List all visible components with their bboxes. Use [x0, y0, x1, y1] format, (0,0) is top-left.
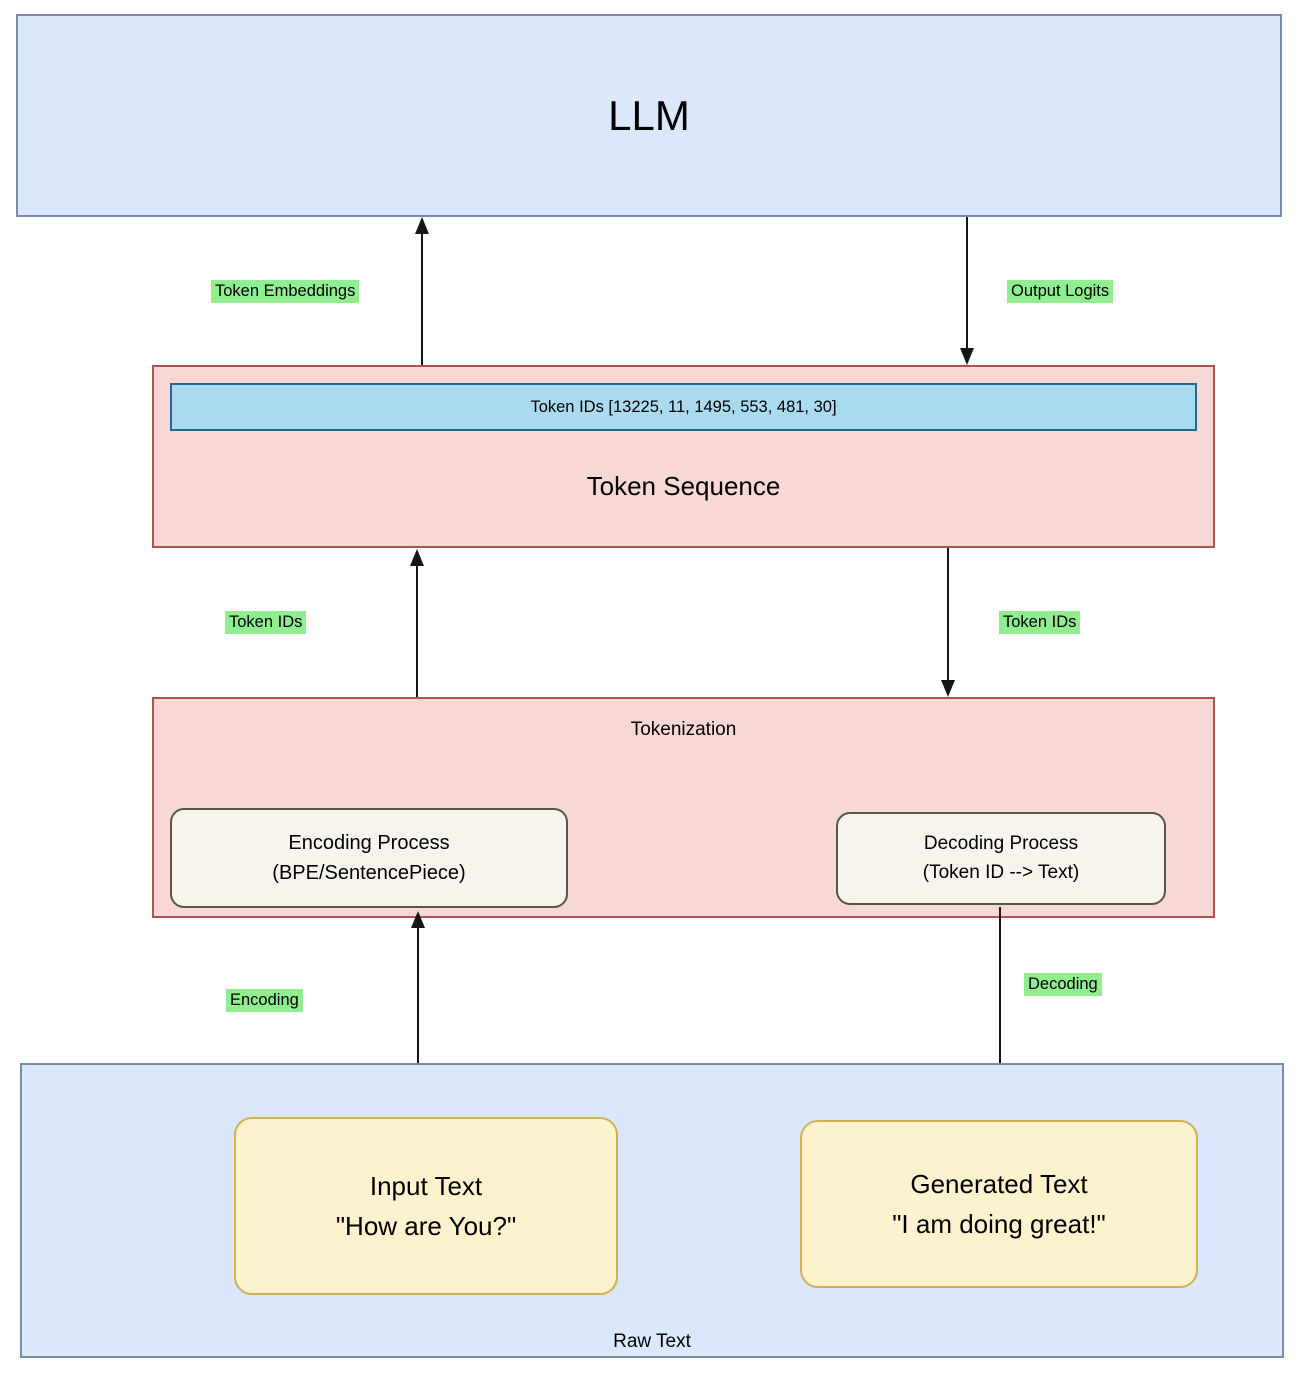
output-logits-arrow: [960, 217, 974, 365]
generated-text-line2: "I am doing great!": [892, 1209, 1106, 1239]
raw-text-label: Raw Text: [613, 1331, 691, 1352]
arrow-line: [421, 227, 423, 365]
token-sequence-node: Token IDs [13225, 11, 1495, 553, 481, 30…: [152, 365, 1215, 548]
token-ids-up-label: Token IDs: [225, 611, 307, 635]
token-embeddings-arrow: [415, 217, 429, 365]
tokenization-node: Tokenization Encoding Process (BPE/Sente…: [152, 697, 1215, 918]
llm-label: LLM: [608, 91, 690, 139]
token-sequence-label: Token Sequence: [586, 471, 781, 501]
encoding-process-line2: (BPE/SentencePiece): [272, 862, 466, 884]
arrowhead-down-icon: [941, 680, 955, 697]
input-text-line2: "How are You?": [335, 1211, 517, 1241]
decoding-process-node: Decoding Process (Token ID --> Text): [836, 812, 1166, 905]
input-text-node: Input Text "How are You?": [234, 1117, 618, 1295]
arrow-line: [417, 921, 419, 1117]
decoding-process-line2: (Token ID --> Text): [922, 861, 1080, 883]
decoding-label: Decoding: [1024, 973, 1102, 997]
raw-text-node: Input Text "How are You?" Generated Text…: [20, 1063, 1284, 1358]
encoding-process-node: Encoding Process (BPE/SentencePiece): [170, 808, 568, 908]
token-embeddings-label: Token Embeddings: [211, 280, 360, 304]
token-ids-up-arrow: [410, 549, 424, 697]
generated-text-node: Generated Text "I am doing great!": [800, 1120, 1198, 1288]
arrowhead-up-icon: [415, 217, 429, 234]
generated-text-line1: Generated Text: [910, 1168, 1088, 1199]
decoding-process-line1: Decoding Process: [923, 833, 1079, 854]
arrowhead-up-icon: [410, 549, 424, 566]
output-logits-label: Output Logits: [1007, 280, 1114, 304]
arrow-line: [416, 559, 418, 697]
input-text-line1: Input Text: [369, 1170, 483, 1201]
encoding-arrow: [411, 911, 425, 1117]
arrow-line: [947, 548, 949, 687]
llm-node: LLM: [16, 14, 1282, 217]
arrowhead-up-icon: [411, 911, 425, 928]
arrow-line: [966, 217, 968, 355]
token-ids-bar-label: Token IDs [13225, 11, 1495, 553, 481, 30…: [530, 397, 837, 416]
token-ids-down-arrow: [941, 548, 955, 697]
token-ids-bar: Token IDs [13225, 11, 1495, 553, 481, 30…: [170, 383, 1197, 431]
encoding-label: Encoding: [226, 989, 303, 1013]
arrowhead-down-icon: [960, 348, 974, 365]
tokenization-label: Tokenization: [630, 719, 737, 740]
encoding-process-line1: Encoding Process: [288, 832, 450, 854]
token-ids-down-label: Token IDs: [999, 611, 1081, 635]
arrow-line: [999, 907, 1001, 1109]
